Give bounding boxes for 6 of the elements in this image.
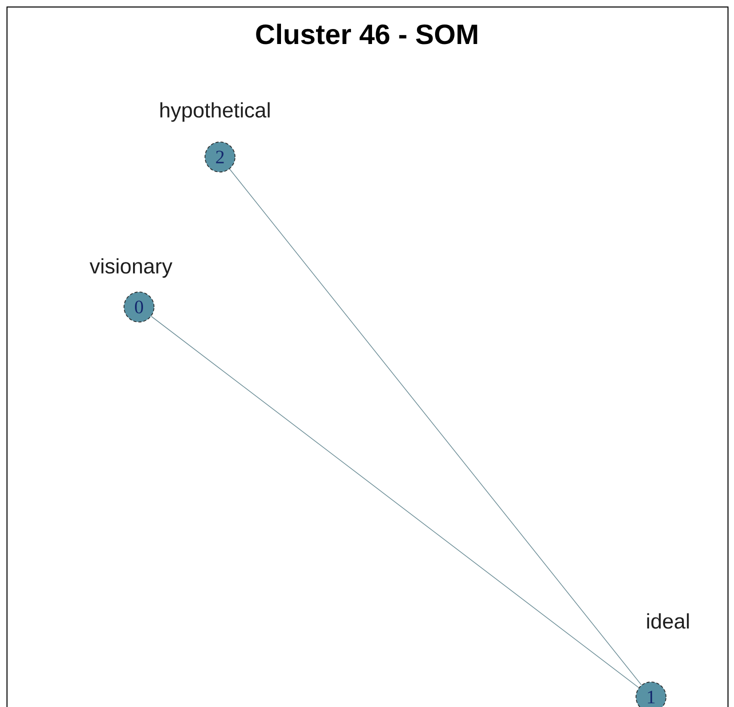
vertex-label: visionary (90, 258, 172, 278)
edge-line (150, 316, 640, 688)
vertex-label: hypothetical (160, 102, 270, 122)
vertex-label: ideal (647, 613, 689, 629)
chart-title: Cluster 46 - SOM (256, 24, 478, 44)
edge-line (229, 168, 642, 686)
